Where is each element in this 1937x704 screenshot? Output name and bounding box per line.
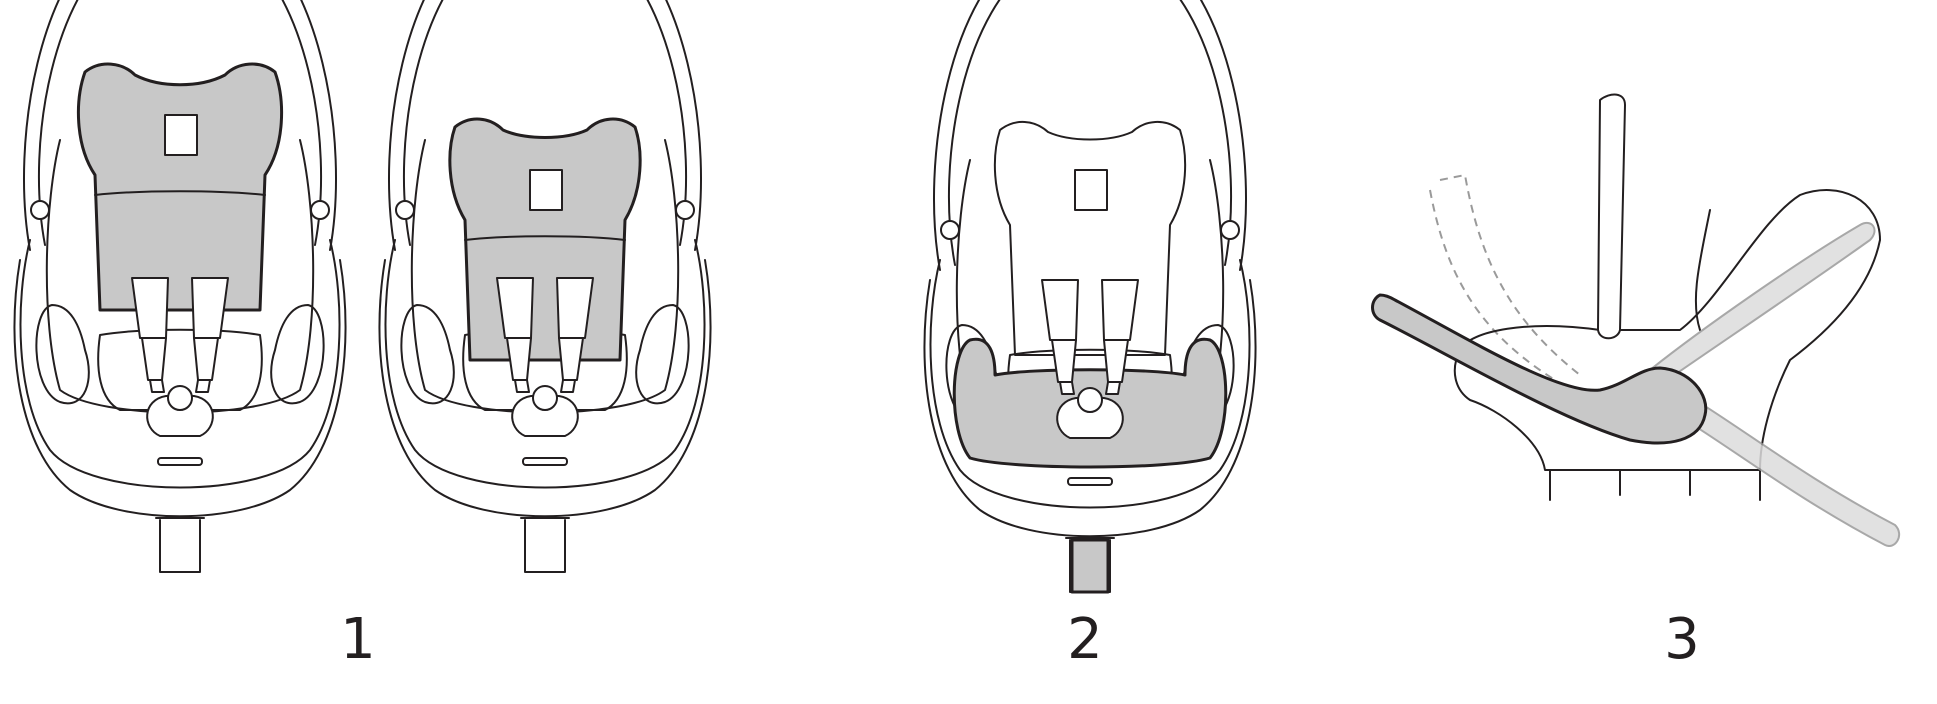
step-3-label: 3 (1664, 607, 1700, 672)
step-2-seat (923, 0, 1257, 594)
step-1-seat-b (378, 0, 712, 573)
step-3-side-view (1371, 93, 1901, 547)
step-1-label: 1 (340, 607, 376, 672)
step-1-seat-a (13, 0, 347, 573)
step-2-label: 2 (1067, 607, 1103, 672)
